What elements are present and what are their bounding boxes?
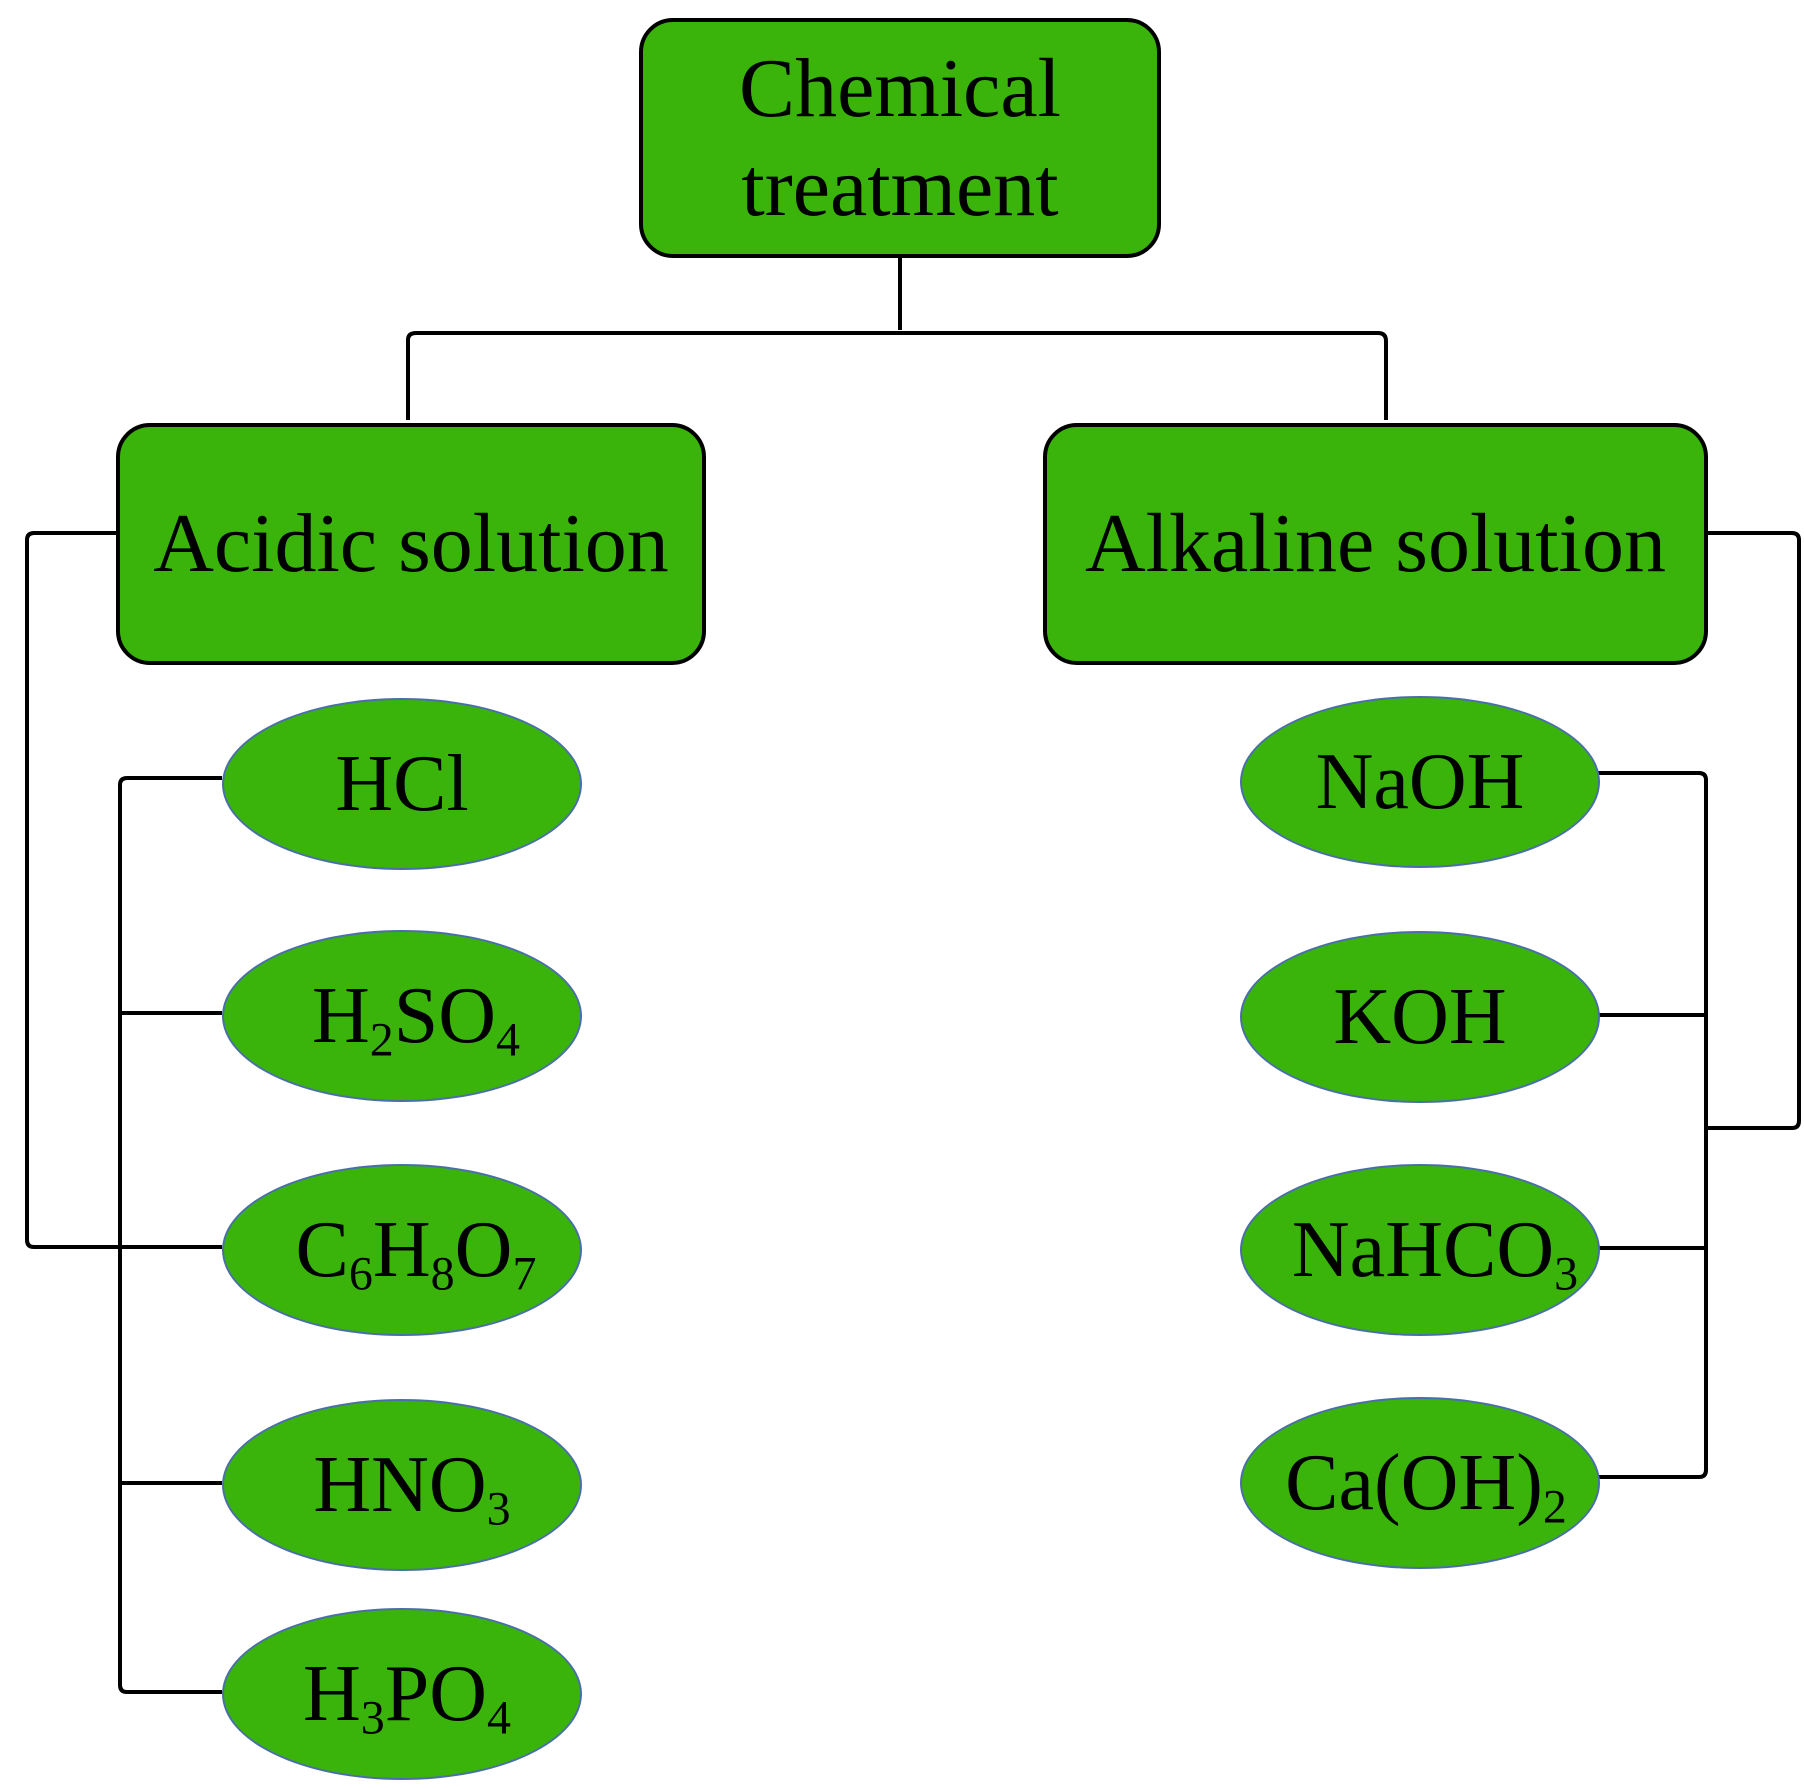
acidic-bracket — [25, 531, 222, 1249]
acidic-item: H2SO4 — [222, 930, 582, 1102]
formula-label: C6H8O7 — [295, 1205, 537, 1300]
formula-label: NaHCO3 — [1291, 1205, 1579, 1300]
acidic-items-connector — [118, 776, 222, 1694]
alkaline-items-connector — [1598, 771, 1708, 1479]
root-label-line2: treatment — [741, 141, 1059, 234]
formula-label: NaOH — [1315, 737, 1525, 826]
acidic-item: H3PO4 — [222, 1608, 582, 1780]
alkaline-solution-label: Alkaline solution — [1085, 497, 1666, 591]
alkaline-item: NaHCO3 — [1240, 1164, 1600, 1336]
formula-label: HCl — [335, 739, 469, 828]
alkaline-item: NaOH — [1240, 696, 1600, 868]
root-connector — [406, 258, 1388, 420]
formula-label: Ca(OH)2 — [1285, 1438, 1567, 1533]
acidic-item: HCl — [222, 698, 582, 870]
formula-label: H2SO4 — [311, 971, 521, 1066]
acidic-item: C6H8O7 — [222, 1164, 582, 1336]
formula-label: KOH — [1333, 972, 1507, 1061]
alkaline-item: KOH — [1240, 931, 1600, 1103]
alkaline-solution-node: Alkaline solution — [1043, 423, 1708, 665]
alkaline-bracket — [1704, 531, 1801, 1130]
formula-label: H3PO4 — [302, 1649, 512, 1744]
formula-label: HNO3 — [313, 1440, 511, 1535]
acidic-item: HNO3 — [222, 1399, 582, 1571]
alkaline-item: Ca(OH)2 — [1240, 1397, 1600, 1569]
root-label-line1: Chemical — [739, 41, 1061, 135]
root-node: Chemical treatment — [639, 18, 1161, 258]
acidic-solution-label: Acidic solution — [153, 497, 669, 591]
acidic-solution-node: Acidic solution — [116, 423, 706, 665]
